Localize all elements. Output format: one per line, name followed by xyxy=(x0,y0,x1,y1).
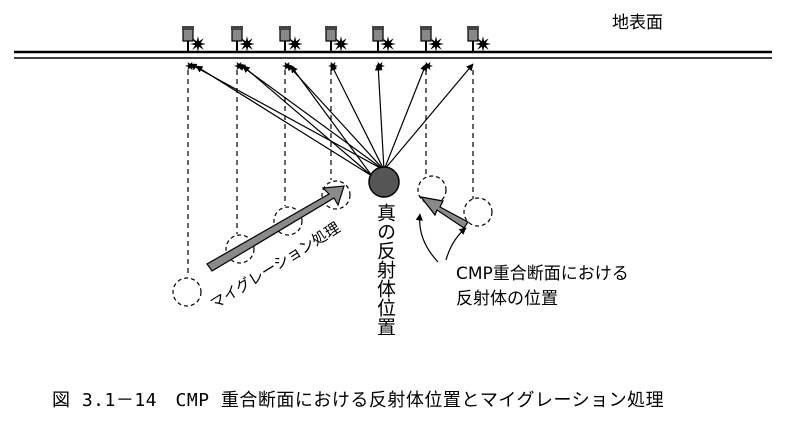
shot-burst-icon xyxy=(282,36,303,71)
migration-arrow-left xyxy=(206,185,345,272)
ray-line xyxy=(189,63,385,171)
shot-burst-icon xyxy=(423,36,444,71)
cmp-label-line2: 反射体の位置 xyxy=(456,289,558,309)
cmp-pointer-lines xyxy=(415,213,467,263)
ray-line xyxy=(195,65,373,177)
cmp-label-line1: CMP重合断面における xyxy=(456,264,629,284)
geophone-icon xyxy=(420,26,432,52)
ray-line xyxy=(383,63,427,171)
ray-line xyxy=(290,65,373,177)
true-reflector-label: 真の反射体位置 xyxy=(374,203,396,336)
apparent-position-circle xyxy=(172,277,202,307)
shot-burst-icon xyxy=(234,36,255,71)
geophone-icon xyxy=(182,26,194,52)
ground-surface-label: 地表面 xyxy=(612,13,663,33)
geophone-icon xyxy=(372,26,384,52)
shot-burst-icon xyxy=(185,36,206,71)
geophone-icon xyxy=(279,26,291,52)
apparent-position-circle xyxy=(463,197,493,227)
ray-line xyxy=(242,65,373,177)
ground-surface-line xyxy=(14,50,772,59)
shot-burst-icon xyxy=(375,36,396,71)
ray-line xyxy=(330,63,385,171)
geophone-icon xyxy=(325,26,337,52)
figure-caption: 図 3.1－14 CMP 重合断面における反射体位置とマイグレーション処理 xyxy=(52,390,665,411)
ray-line xyxy=(374,63,385,171)
ray-paths xyxy=(189,63,474,177)
receiver-array xyxy=(182,26,491,71)
shot-burst-icon xyxy=(475,36,491,52)
vertical-dashed-lines xyxy=(187,70,474,277)
geophone-icon xyxy=(467,26,479,52)
ray-line xyxy=(383,63,474,171)
ray-line xyxy=(238,63,385,171)
true-reflector-point xyxy=(368,166,400,198)
geophone-icon xyxy=(231,26,243,52)
migration-arrow-right xyxy=(419,196,469,229)
shot-burst-icon xyxy=(328,36,349,71)
